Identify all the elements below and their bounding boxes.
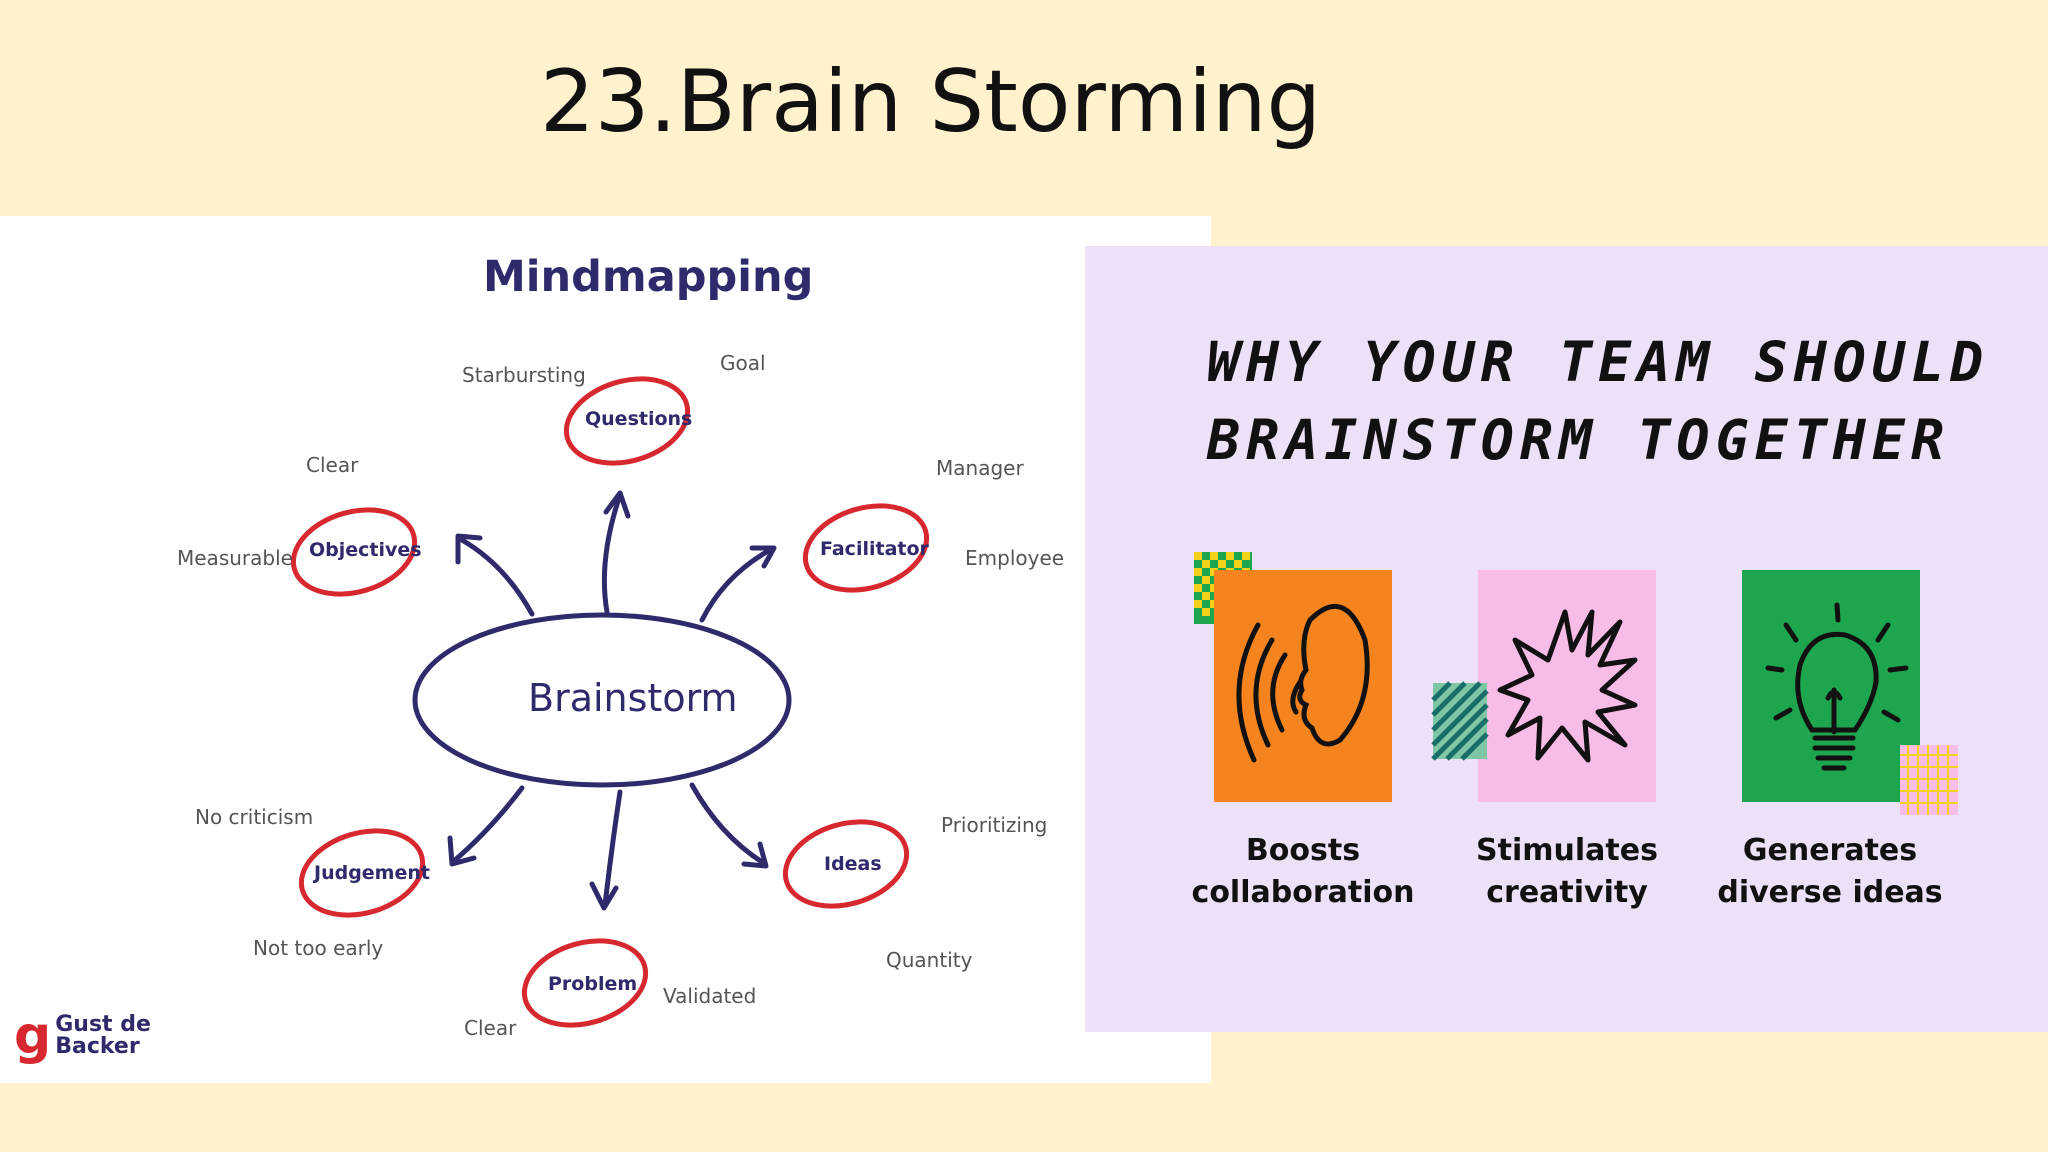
arrowhead-facilitator (749, 545, 777, 569)
logo-line1: Gust de (55, 1012, 151, 1037)
judgement-ellipse (298, 828, 426, 918)
brainstorm-center-label: Brainstorm (528, 676, 738, 720)
brainstorm-ellipse (412, 612, 792, 788)
stripe-pattern (1431, 681, 1489, 761)
card-label-creativity: Stimulates creativity (1437, 830, 1697, 914)
node-ideas: Ideas (824, 853, 882, 875)
label-starbursting: Starbursting (462, 363, 586, 387)
label-prioritizing: Prioritizing (941, 813, 1048, 837)
ideas-ellipse (782, 819, 910, 909)
label-quantity: Quantity (886, 948, 973, 972)
node-problem: Problem (548, 973, 638, 995)
label-goal: Goal (720, 351, 766, 375)
label-no-criticism: No criticism (195, 805, 314, 829)
mindmap-panel (0, 216, 1211, 1083)
card-3-line2: diverse ideas (1717, 875, 1943, 910)
arrowhead-problem (589, 881, 619, 911)
facilitator-ellipse (802, 503, 930, 593)
label-employee: Employee (965, 546, 1065, 570)
label-not-too-early: Not too early (253, 936, 384, 960)
card-3-line1: Generates (1742, 833, 1918, 868)
label-clear-bottom: Clear (464, 1016, 517, 1040)
infographic-heading-line1: WHY YOUR TEAM SHOULD (1207, 330, 1990, 394)
objectives-ellipse (290, 507, 418, 597)
node-judgement: Judgement (314, 862, 430, 884)
node-facilitator: Facilitator (820, 538, 929, 560)
splash-flower-icon (1497, 609, 1638, 763)
mindmap-title: Mindmapping (483, 252, 814, 302)
card-1-line1: Boosts (1245, 833, 1361, 868)
label-manager: Manager (936, 456, 1024, 480)
gust-de-backer-logo: g Gust de Backer (14, 1010, 151, 1062)
label-validated: Validated (663, 984, 757, 1008)
problem-ellipse (521, 938, 649, 1028)
arrow-to-problem (602, 789, 623, 908)
arrow-to-questions (601, 492, 623, 615)
label-clear-top: Clear (306, 453, 359, 477)
speaking-head-icon (1236, 603, 1370, 763)
card-2-line1: Stimulates (1476, 833, 1658, 868)
card-1-line2: collaboration (1191, 875, 1415, 910)
card-2-line2: creativity (1486, 875, 1648, 910)
card-label-ideas: Generates diverse ideas (1700, 830, 1960, 914)
arrow-to-facilitator (699, 547, 773, 623)
arrow-to-judgement (452, 785, 525, 863)
arrowhead-objectives (455, 533, 483, 565)
node-questions: Questions (585, 408, 693, 430)
slide-title: 23.Brain Storming (540, 52, 1322, 152)
infographic-heading-line2: BRAINSTORM TOGETHER (1207, 408, 1951, 472)
logo-line2: Backer (55, 1034, 140, 1059)
arrow-to-ideas (689, 782, 765, 865)
grid-pattern (1900, 745, 1958, 815)
logo-g-mark: g (14, 1006, 52, 1066)
arrowhead-questions (603, 490, 631, 519)
arrowhead-ideas (741, 841, 769, 869)
label-measurable: Measurable (177, 546, 293, 570)
arrowhead-judgement (447, 835, 477, 867)
card-label-collaboration: Boosts collaboration (1173, 830, 1433, 914)
questions-ellipse (563, 376, 691, 466)
card-green (1742, 570, 1920, 802)
arrow-to-objectives (459, 537, 535, 617)
node-objectives: Objectives (309, 539, 422, 561)
lightbulb-icon (1765, 602, 1909, 771)
